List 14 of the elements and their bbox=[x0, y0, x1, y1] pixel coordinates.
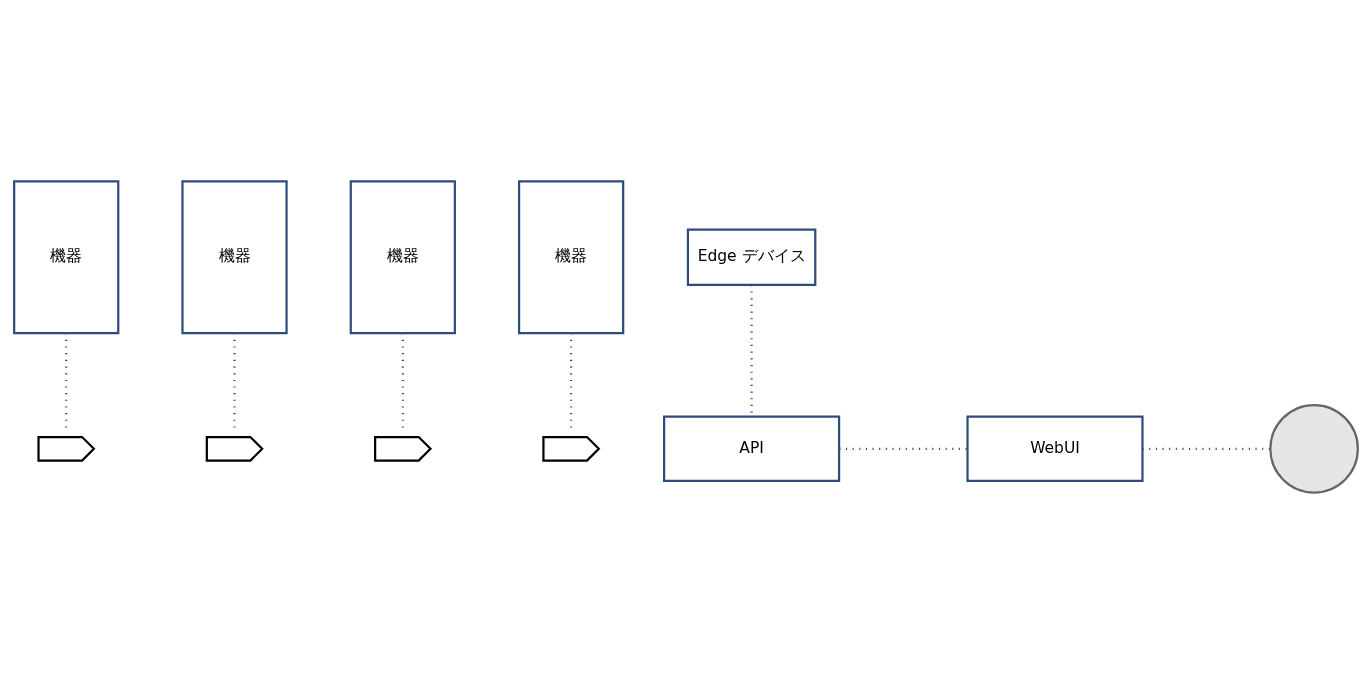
node-box: 機器 bbox=[517, 180, 625, 335]
node-box: 機器 bbox=[13, 180, 120, 335]
node-box: API bbox=[663, 415, 841, 483]
node-box: Edge デバイス bbox=[686, 228, 817, 287]
node-circle bbox=[1269, 404, 1359, 494]
node-box: WebUI bbox=[966, 415, 1144, 483]
node-camera bbox=[205, 435, 264, 462]
node-camera bbox=[542, 435, 601, 462]
node-box: 機器 bbox=[181, 180, 288, 335]
node-camera bbox=[374, 435, 433, 462]
node-camera bbox=[37, 435, 96, 462]
node-box: 機器 bbox=[349, 180, 456, 335]
connector bbox=[1142, 447, 1271, 450]
connector bbox=[839, 447, 968, 450]
